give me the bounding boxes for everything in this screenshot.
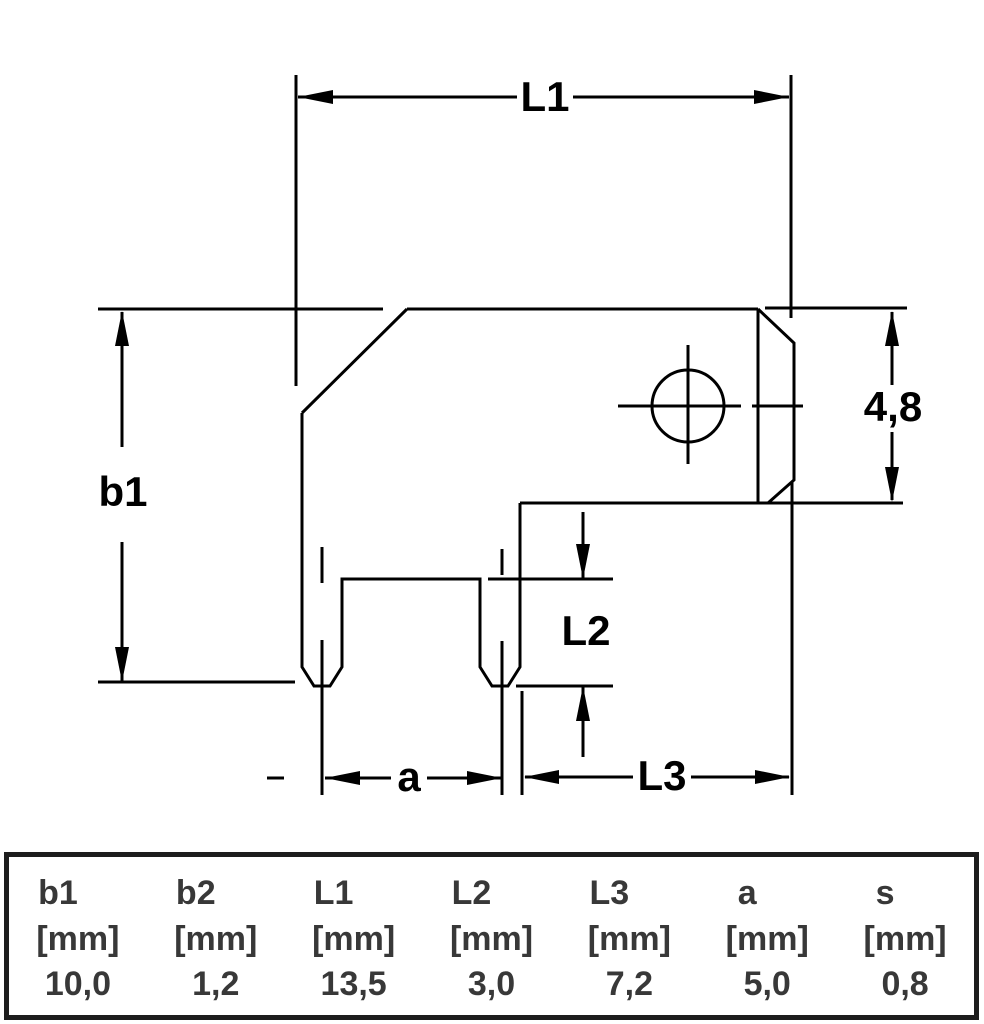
prong-centerlines <box>320 547 504 795</box>
l1-arrow-right <box>754 90 789 104</box>
col-header: L1 <box>313 873 354 912</box>
b1-label: b1 <box>98 468 147 515</box>
a-arrow-left <box>325 771 360 785</box>
l2-arrow-up <box>576 686 590 721</box>
dimension-a: a <box>267 753 502 800</box>
dimension-l1: L1 <box>294 73 793 386</box>
col-header: L2 <box>451 873 492 912</box>
col-header: L3 <box>589 873 630 912</box>
l3-arrow-left <box>524 770 559 784</box>
col-unit: [mm] <box>863 920 947 958</box>
col-unit: [mm] <box>725 920 809 958</box>
spec-table: b1 b2 L1 L2 L3 a s [mm] [mm] [mm] [mm] [… <box>4 852 979 1020</box>
col-value: 7,2 <box>605 965 653 1003</box>
col-value: 13,5 <box>320 965 387 1003</box>
dimension-l3: L3 <box>520 482 794 799</box>
l2-label: L2 <box>561 607 610 654</box>
col-unit: [mm] <box>312 920 396 958</box>
b1-arrow-up <box>115 311 129 346</box>
l1-label: L1 <box>520 73 569 120</box>
height-arrow-up <box>885 311 899 346</box>
col-unit: [mm] <box>36 920 120 958</box>
l3-label: L3 <box>637 752 686 799</box>
hole <box>618 345 803 464</box>
l3-arrow-right <box>755 770 790 784</box>
b1-arrow-down <box>115 647 129 682</box>
col-header: a <box>737 873 757 912</box>
col-unit: [mm] <box>449 920 534 958</box>
col-value: 3,0 <box>467 965 516 1003</box>
l1-arrow-left <box>298 90 333 104</box>
dimension-l2: L2 <box>488 512 613 757</box>
col-value: 0,8 <box>881 965 929 1003</box>
col-header: b2 <box>175 873 216 912</box>
height-label: 4,8 <box>864 383 922 430</box>
col-header: b1 <box>38 873 78 912</box>
col-header: s <box>875 873 895 912</box>
col-value: 5,0 <box>743 965 791 1003</box>
a-arrow-right <box>467 771 502 785</box>
dimension-b1: b1 <box>98 307 383 684</box>
l2-arrow-down <box>576 544 590 579</box>
col-unit: [mm] <box>174 920 258 958</box>
col-value: 10,0 <box>44 965 112 1003</box>
technical-drawing: L1 b1 4,8 L2 <box>98 73 922 800</box>
dimension-height: 4,8 <box>765 306 922 502</box>
a-label: a <box>397 753 421 800</box>
col-value: 1,2 <box>192 965 240 1003</box>
col-unit: [mm] <box>587 920 671 958</box>
height-arrow-down <box>885 467 899 502</box>
